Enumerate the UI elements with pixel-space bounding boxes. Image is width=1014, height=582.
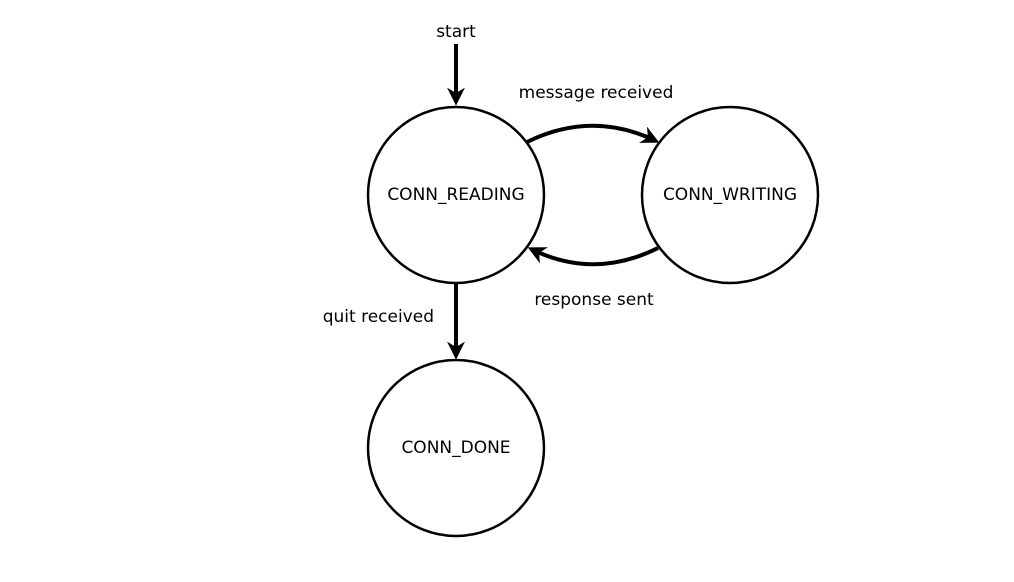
response-sent-label: response sent [534,290,654,310]
state-conn-reading-circle [366,105,546,285]
message-received-arrow [526,123,660,144]
state-conn-writing-circle [640,105,820,285]
state-conn-reading-label: CONN_READING [387,185,524,205]
message-received-transition: message received [519,83,674,144]
start-label: start [436,22,476,42]
state-conn-writing: CONN_WRITING [640,105,820,285]
state-conn-done-circle [366,358,546,538]
state-conn-writing-label: CONN_WRITING [663,185,797,205]
state-conn-done-label: CONN_DONE [401,438,510,458]
state-conn-reading: CONN_READING [366,105,546,285]
quit-received-label: quit received [323,307,434,327]
state-conn-done: CONN_DONE [366,358,546,538]
response-sent-arrow [527,246,659,267]
message-received-label: message received [519,83,674,103]
quit-received-transition: quit received [323,284,465,360]
start-transition: start [436,22,476,106]
response-sent-transition: response sent [527,246,659,310]
